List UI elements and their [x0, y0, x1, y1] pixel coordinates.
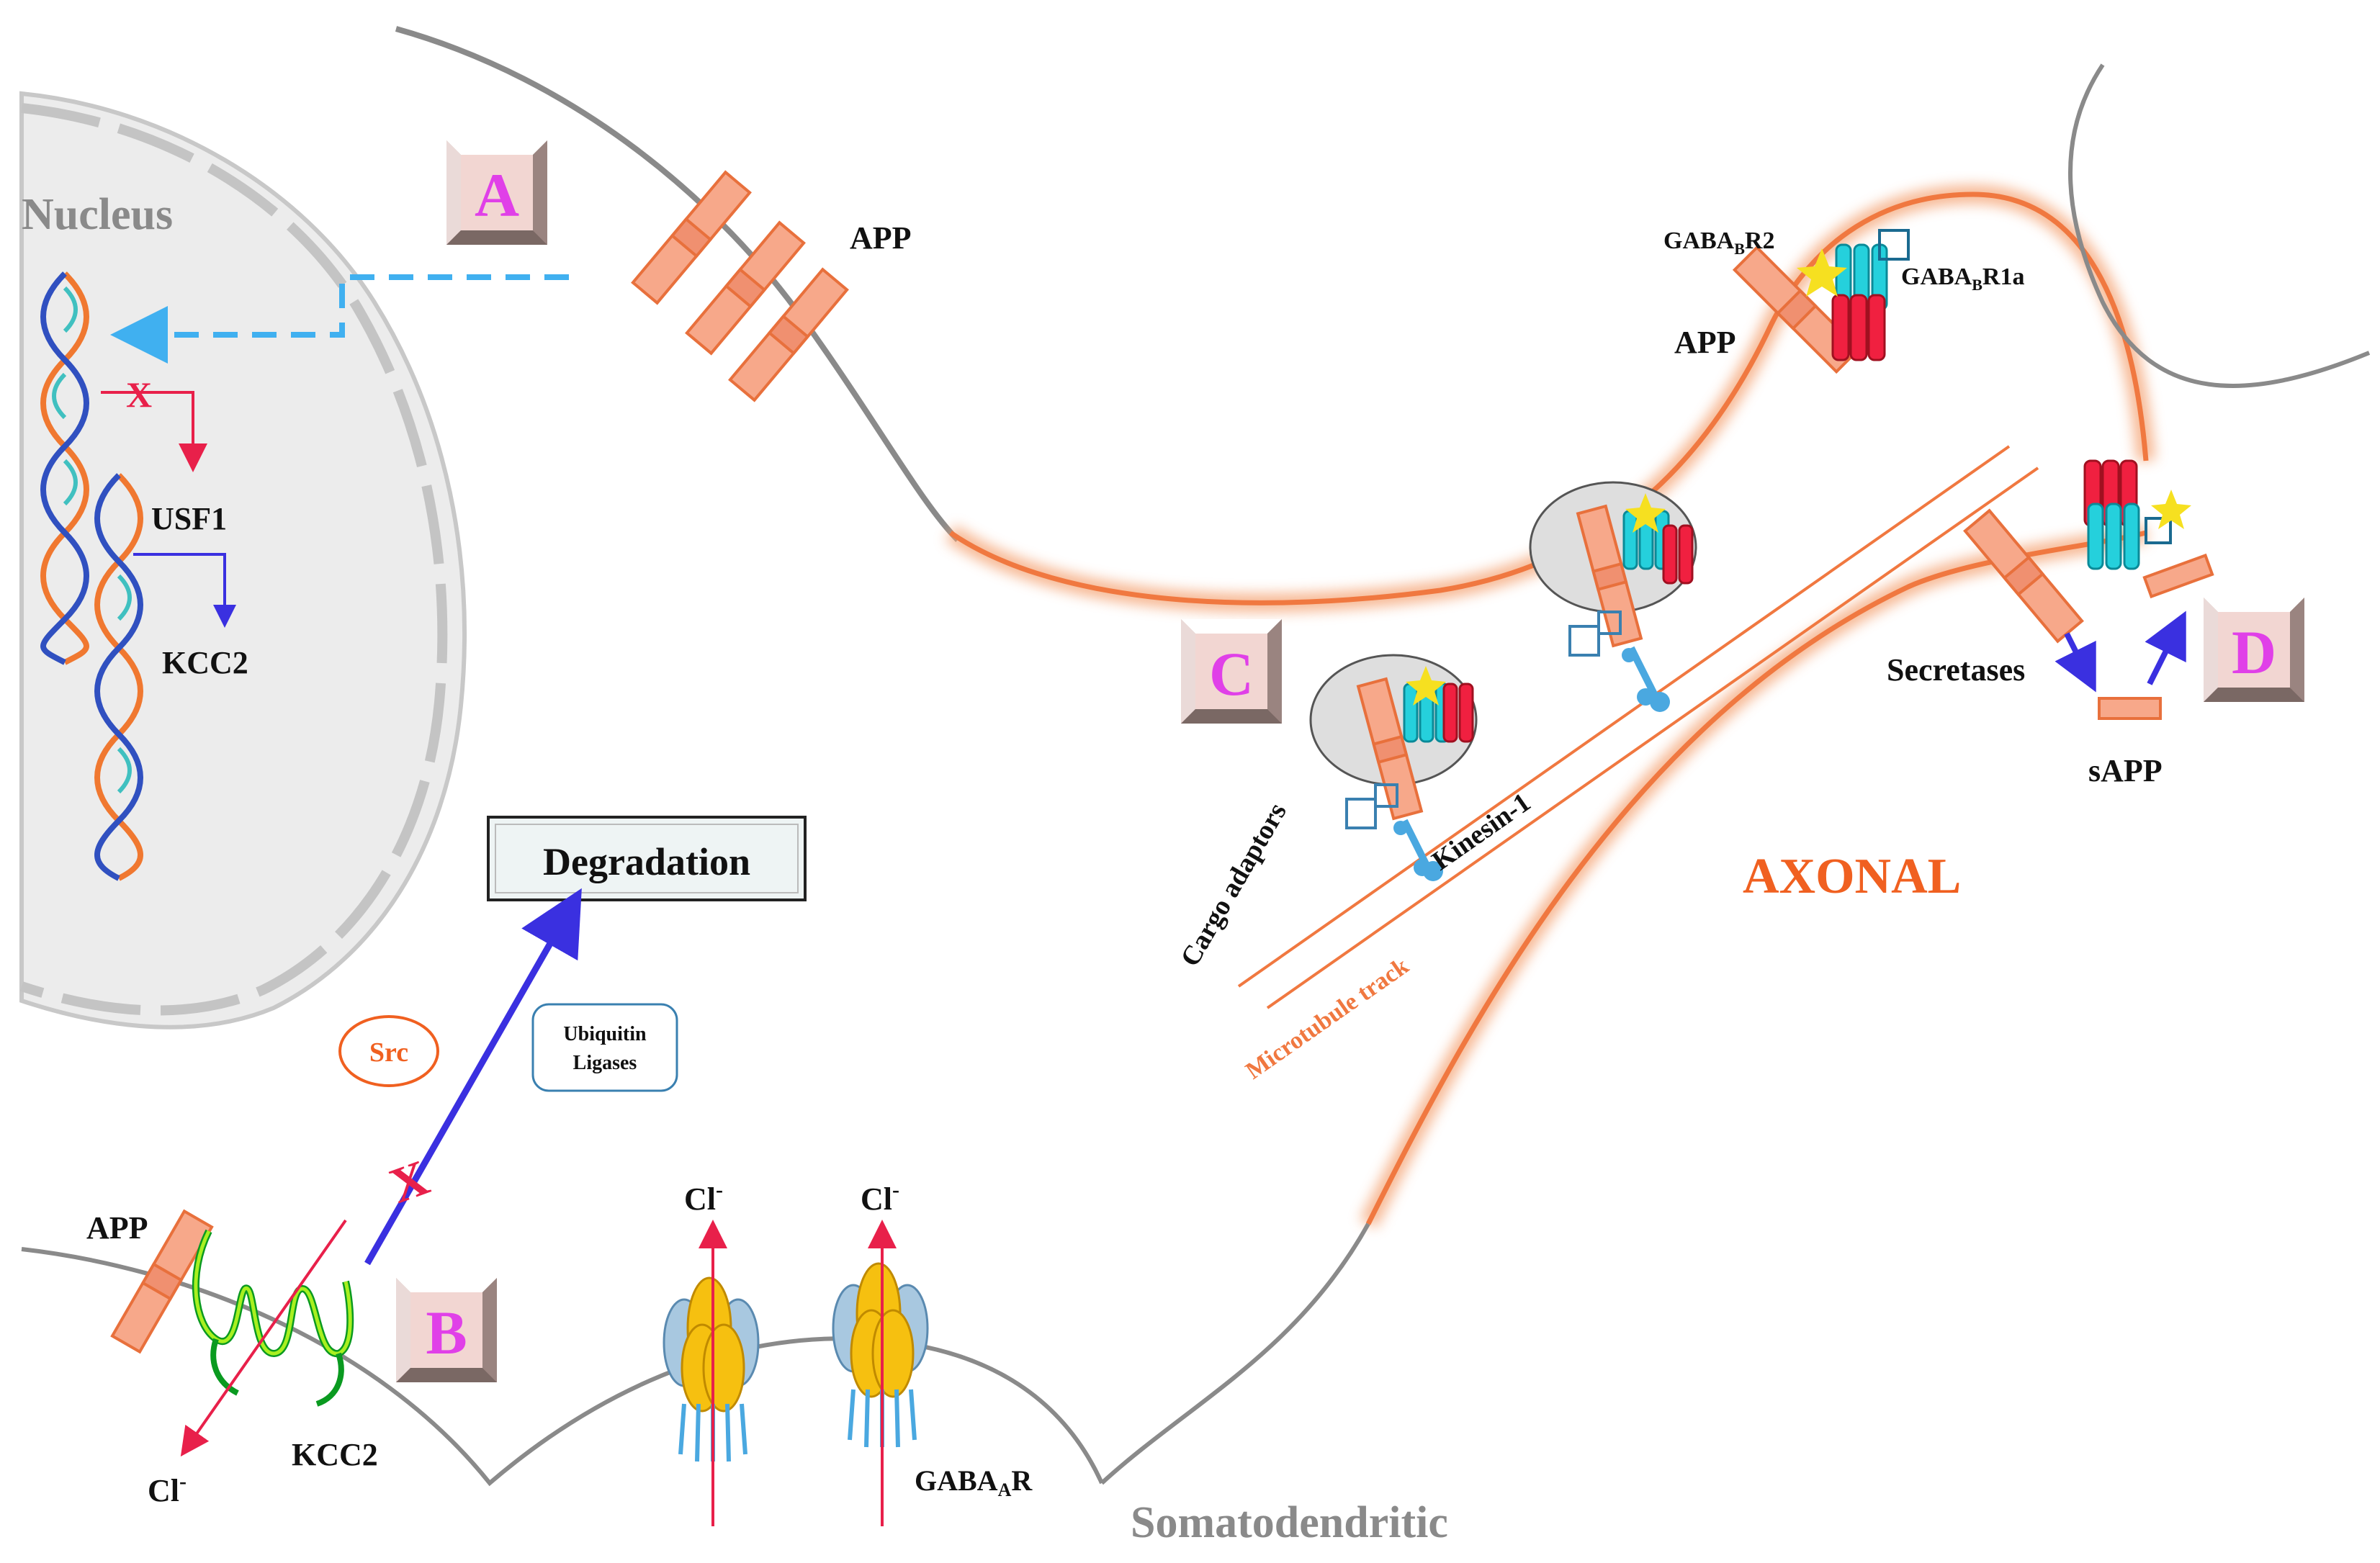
- axon-membrane-lower: [1365, 530, 2147, 1225]
- src-oval: [338, 1015, 439, 1087]
- cl-gaba2-label: Cl-: [861, 1178, 899, 1217]
- x-mark-usf1: X: [126, 374, 152, 415]
- dna-helix-right: [94, 473, 143, 881]
- microtubule-line-1: [1237, 445, 2011, 988]
- panel-badge-b: B: [396, 1278, 497, 1382]
- sapp-label: sAPP: [2088, 753, 2163, 788]
- kcc2-transcription-arrow: [133, 553, 236, 628]
- app-b: [110, 1209, 214, 1354]
- transport-vesicle-left: [1309, 654, 1478, 881]
- panel-letter-a: A: [475, 161, 519, 230]
- secretase-arrow-down: [2055, 632, 2096, 693]
- microtubule-line-2: [1266, 467, 2039, 1009]
- gabaa-receptor-2: [832, 1220, 929, 1526]
- lower-right-membrane: [1100, 1222, 1370, 1485]
- degradation-box: [487, 816, 807, 901]
- kcc2-b-label: KCC2: [292, 1437, 378, 1472]
- somatodendritic-label: Somatodendritic: [1131, 1498, 1448, 1547]
- kcc2-transporter: [192, 1229, 354, 1407]
- usf1-label: USF1: [151, 501, 227, 536]
- kinesin-left: [1393, 819, 1443, 881]
- ligases-label: Ligases: [573, 1052, 637, 1074]
- app-a-3: [728, 267, 849, 402]
- degradation-arrow: [364, 888, 582, 1266]
- panel-badge-c: C: [1181, 619, 1282, 724]
- cargo-adaptor-right: [1568, 611, 1622, 657]
- panel-badge-d: D: [2204, 598, 2304, 702]
- secretase-arrow-up: [2145, 611, 2186, 685]
- ubiquitin-label: Ubiquitin: [563, 1023, 647, 1045]
- kinesin-right: [1622, 646, 1670, 712]
- panel-letter-d: D: [2232, 618, 2276, 687]
- app-dimer-group-a: [631, 170, 849, 402]
- kcc2-nucleus-label: KCC2: [162, 645, 248, 680]
- gabab-app-complex-d: [1963, 459, 2214, 644]
- app-axon-top: [1732, 245, 1862, 374]
- gaba-ligand-top: [1797, 248, 1847, 297]
- dna-helix-left: [40, 271, 89, 665]
- cargo-adaptors-label: Cargo adaptors: [1175, 798, 1293, 971]
- app-axon-label: APP: [1674, 325, 1736, 360]
- upper-membrane: [395, 26, 960, 542]
- gabab-r1a-top: [1831, 294, 1886, 361]
- panel-badge-a: A: [446, 140, 547, 245]
- gabab-r2-label: GABABR2: [1663, 228, 1774, 258]
- panel-letter-b: B: [426, 1298, 467, 1367]
- degradation-label: Degradation: [543, 840, 750, 883]
- app-b-label: APP: [86, 1210, 148, 1246]
- app-a-1: [631, 170, 752, 305]
- ubiquitin-ligases-box: [531, 1003, 678, 1092]
- gabaa-r-label: GABAAR: [915, 1464, 1033, 1500]
- cl-gaba1-label: Cl-: [684, 1178, 723, 1217]
- app-a-2: [685, 220, 806, 356]
- app-membrane-label: APP: [850, 220, 912, 256]
- cargo-adaptor-left: [1345, 783, 1398, 829]
- signal-dashed-arrow: [110, 274, 569, 364]
- usf1-arrow: [101, 391, 207, 472]
- secretases-label: Secretases: [1887, 652, 2025, 688]
- panel-letter-c: C: [1209, 639, 1254, 708]
- gabab-r1a-label: GABABR1a: [1901, 263, 2024, 294]
- src-label: Src: [369, 1037, 408, 1068]
- nucleus-label: Nucleus: [22, 190, 173, 239]
- cl-left-label: Cl-: [148, 1469, 187, 1508]
- somatodendritic-membrane: [21, 1247, 1104, 1487]
- gabab-r2-top: [1835, 229, 1910, 311]
- cl-efflux-arrow: [180, 1219, 347, 1457]
- app-fragment-d: [2142, 553, 2214, 599]
- neighbor-cell-membrane: [2068, 63, 2371, 388]
- gabaa-receptor-1: [663, 1220, 760, 1526]
- app-d: [1963, 508, 2084, 644]
- transport-vesicle-right: [1529, 481, 1697, 712]
- sapp-fragment: [2098, 697, 2162, 720]
- axon-membrane-upper: [949, 192, 2149, 605]
- microtubule-track-label: Microtubule track: [1241, 952, 1414, 1084]
- axonal-label: AXONAL: [1743, 849, 1961, 904]
- gabab-app-complex-top: [1732, 229, 1910, 374]
